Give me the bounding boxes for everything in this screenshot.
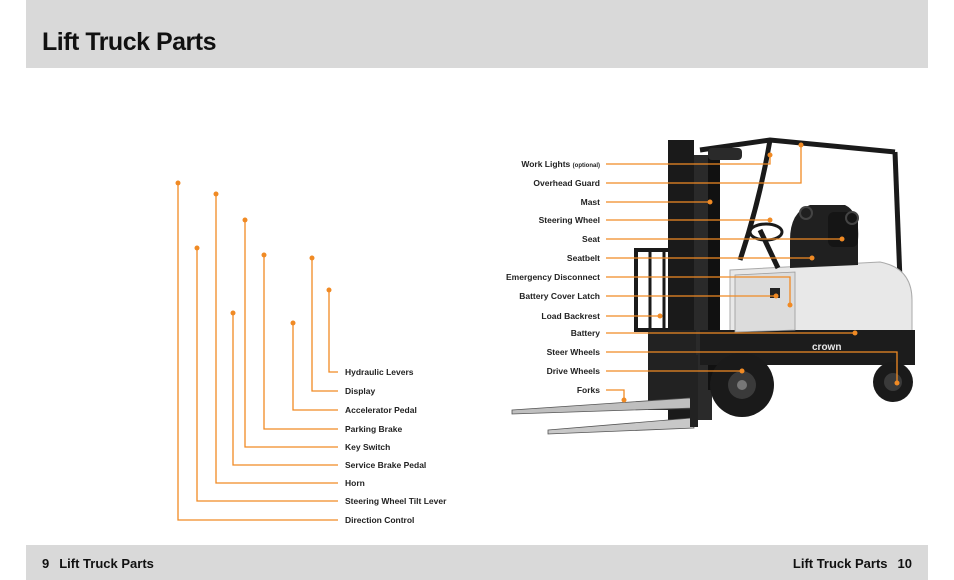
label-battery: Battery bbox=[570, 328, 600, 338]
label-steer-wheels: Steer Wheels bbox=[546, 347, 600, 357]
label-load-backrest: Load Backrest bbox=[541, 311, 600, 321]
label-parking-brake: Parking Brake bbox=[345, 424, 403, 434]
footer-right: Lift Truck Parts 10 bbox=[793, 556, 912, 571]
label-drive-wheels: Drive Wheels bbox=[546, 366, 600, 376]
label-overhead-guard: Overhead Guard bbox=[533, 178, 600, 188]
label-service-brake-pedal: Service Brake Pedal bbox=[345, 460, 427, 470]
label-seatbelt: Seatbelt bbox=[566, 253, 600, 263]
label-forks: Forks bbox=[576, 385, 600, 395]
label-work-lights: Work Lights (optional) bbox=[521, 159, 600, 169]
label-key-switch: Key Switch bbox=[345, 442, 391, 452]
label-display: Display bbox=[345, 386, 376, 396]
label-mast: Mast bbox=[580, 197, 600, 207]
label-battery-cover-latch: Battery Cover Latch bbox=[519, 291, 600, 301]
truck-leader-lines bbox=[606, 145, 898, 400]
label-horn: Horn bbox=[345, 478, 365, 488]
page-footer: 9 Lift Truck Parts Lift Truck Parts 10 bbox=[26, 545, 928, 580]
label-seat: Seat bbox=[582, 234, 600, 244]
forklift-illustration: crown bbox=[511, 137, 915, 435]
truck-leader-dots bbox=[621, 142, 900, 403]
page-number-left: 9 bbox=[42, 556, 50, 571]
brand-logo: crown bbox=[812, 342, 841, 353]
page-title: Lift Truck Parts bbox=[42, 28, 217, 56]
label-steering-wheel: Steering Wheel bbox=[538, 215, 600, 225]
footer-right-title: Lift Truck Parts bbox=[792, 556, 888, 571]
label-hydraulic-levers: Hydraulic Levers bbox=[345, 367, 414, 377]
cab-leader-lines bbox=[177, 183, 338, 521]
page-number-right: 10 bbox=[897, 556, 912, 571]
label-steering-wheel-tilt-lever: Steering Wheel Tilt Lever bbox=[345, 496, 447, 506]
footer-left-title: Lift Truck Parts bbox=[59, 556, 154, 571]
cab-leader-dots bbox=[175, 180, 332, 326]
operator-cab-photo bbox=[60, 85, 420, 375]
label-emergency-disconnect: Emergency Disconnect bbox=[505, 272, 600, 282]
footer-left: 9 Lift Truck Parts bbox=[42, 556, 154, 571]
label-accelerator-pedal: Accelerator Pedal bbox=[345, 405, 417, 415]
page-header: Lift Truck Parts bbox=[26, 0, 928, 68]
label-direction-control: Direction Control bbox=[345, 515, 415, 525]
